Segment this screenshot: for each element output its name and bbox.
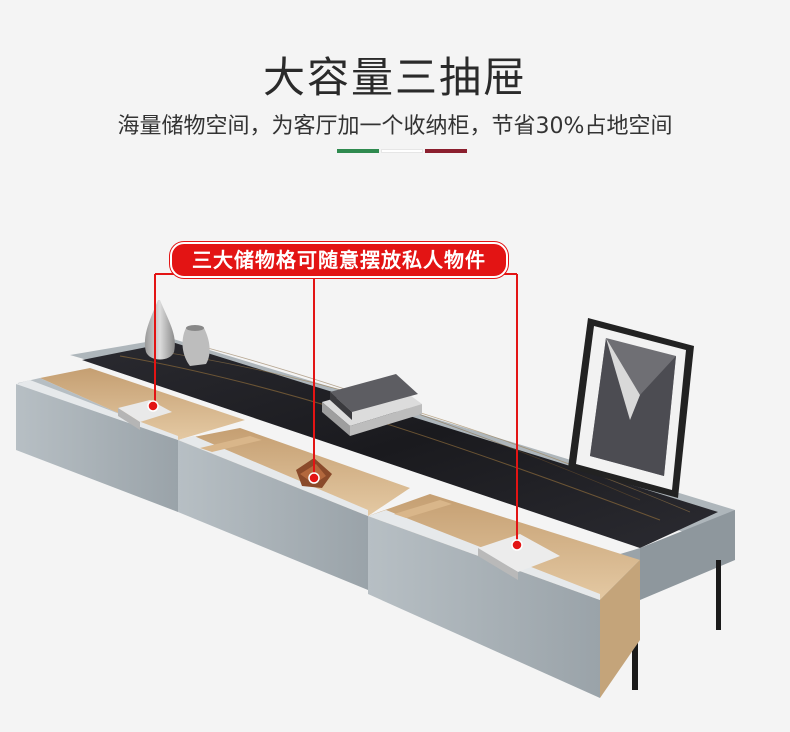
vases bbox=[144, 300, 210, 366]
books-on-top bbox=[322, 374, 422, 436]
drawer-middle bbox=[178, 428, 410, 590]
drawer-left bbox=[16, 368, 245, 512]
picture-frame bbox=[568, 318, 694, 498]
callout-dot-right bbox=[511, 539, 523, 551]
drawer-right bbox=[368, 494, 640, 698]
flag-stripe-red bbox=[425, 149, 467, 153]
page-title: 大容量三抽屉 bbox=[262, 53, 527, 102]
flag-stripe-green bbox=[337, 149, 379, 153]
cabinet-top bbox=[70, 338, 735, 548]
callout-dot-left bbox=[147, 400, 159, 412]
callout-label: 三大储物格可随意摆放私人物件 bbox=[170, 242, 508, 278]
page-subtitle: 海量储物空间，为客厅加一个收纳柜，节省30%占地空间 bbox=[117, 114, 673, 139]
flag-stripe-white bbox=[381, 149, 423, 153]
callout-dot-middle bbox=[308, 472, 320, 484]
